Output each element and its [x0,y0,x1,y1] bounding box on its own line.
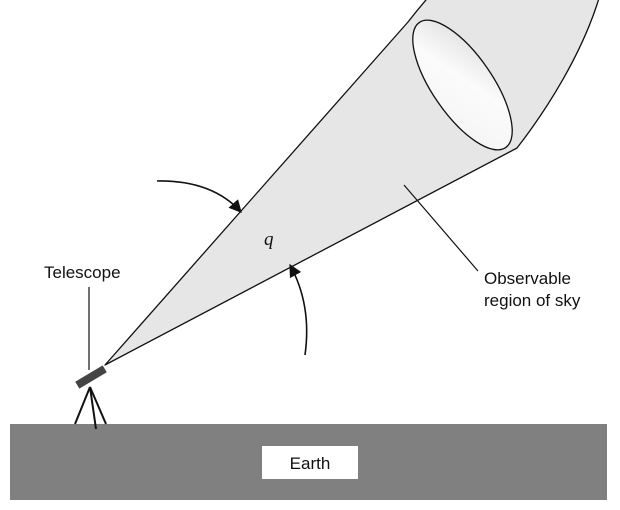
angle-label: q [264,229,274,250]
tripod-leg-right [89,386,107,425]
tripod-leg-middle [89,386,97,430]
observable-cone [104,0,600,366]
earth-label-box: Earth [262,446,358,479]
telescope-tube [75,365,107,389]
earth-label: Earth [290,454,331,473]
cone-opening [412,19,513,151]
region-leader-line [403,184,479,272]
angle-arrow-upper [156,180,242,213]
telescope-label: Telescope [44,263,121,282]
angle-arrow-lower [289,263,308,356]
region-label-line1: Observable [484,269,571,288]
region-label-line2: region of sky [484,291,581,310]
tripod-leg-left [74,386,91,425]
telescope [74,365,107,430]
